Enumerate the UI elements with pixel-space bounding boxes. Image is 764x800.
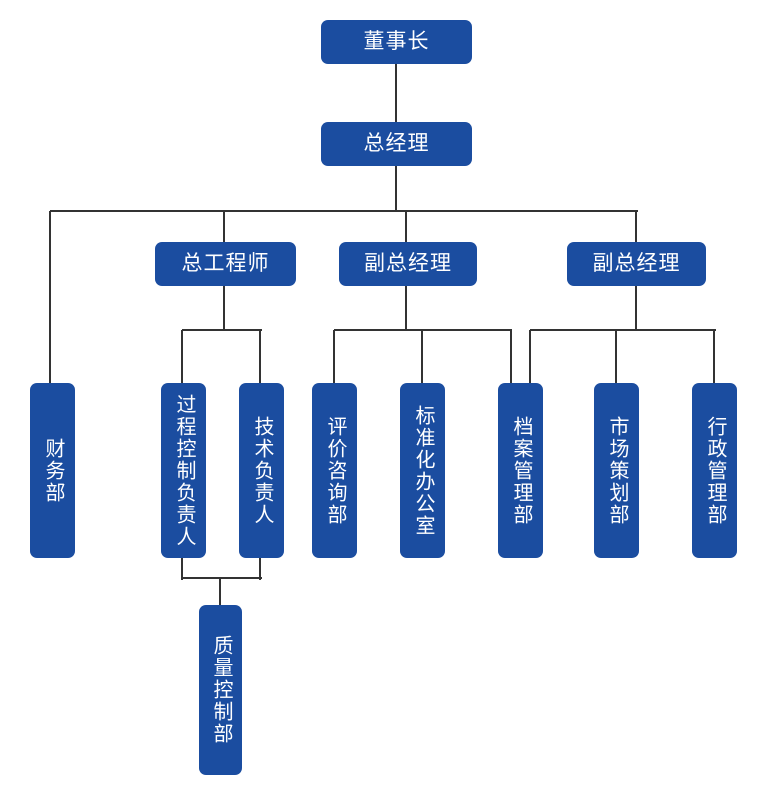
connector-drop-to-archives-right [529,330,531,384]
node-label: 评价咨询部 [324,415,346,526]
node-chairman[interactable]: 董事长 [321,20,472,64]
node-tech-lead[interactable]: 技术负责人 [239,383,284,558]
node-marketing[interactable]: 市场策划部 [594,383,639,558]
connector-deputy-gm-1-stem [405,286,407,331]
node-label: 标准化办公室 [412,404,434,537]
node-label: 副总经理 [364,252,452,276]
node-quality-ctrl[interactable]: 质量控制部 [199,605,242,775]
node-standardize[interactable]: 标准化办公室 [400,383,445,558]
connector-drop-to-marketing [615,330,617,384]
node-label: 总工程师 [181,252,270,276]
node-deputy-gm-2[interactable]: 副总经理 [567,242,706,286]
connector-drop-to-deputy-gm-2 [635,211,637,243]
node-label: 财务部 [42,437,64,504]
connector-quality-merge-bus [182,577,262,579]
connector-level2-bus [50,210,638,212]
node-label: 档案管理部 [510,415,532,526]
node-finance[interactable]: 财务部 [30,383,75,558]
node-archives[interactable]: 档案管理部 [498,383,543,558]
node-label: 董事长 [363,30,430,54]
connector-chairman-to-gm [395,64,397,122]
node-label: 行政管理部 [704,415,726,526]
connector-drop-to-eval-consult [333,330,335,384]
node-label: 技术负责人 [251,415,273,526]
connector-drop-to-deputy-gm-1 [405,211,407,243]
connector-drop-to-standardize [421,330,423,384]
node-chief-eng[interactable]: 总工程师 [155,242,296,286]
connector-chief-eng-bus [182,329,262,331]
connector-drop-to-tech-lead [259,330,261,384]
connector-gm-stem-down [395,166,397,212]
node-eval-consult[interactable]: 评价咨询部 [312,383,357,558]
node-process-ctrl[interactable]: 过程控制负责人 [161,383,206,558]
node-label: 质量控制部 [210,635,232,745]
connector-chief-eng-stem [223,286,225,331]
connector-drop-to-finance [49,211,51,383]
connector-drop-to-quality-ctrl [219,578,221,606]
node-label: 总经理 [363,132,430,156]
node-deputy-gm-1[interactable]: 副总经理 [339,242,477,286]
node-label: 过程控制负责人 [173,393,195,548]
connector-tech-lead-stem [259,558,261,580]
connector-deputy-gm-1-bus [334,329,512,331]
node-label: 副总经理 [592,252,681,276]
connector-drop-to-admin [713,330,715,384]
connector-deputy-gm-2-stem [635,286,637,331]
node-gm[interactable]: 总经理 [321,122,472,166]
node-label: 市场策划部 [606,415,628,526]
connector-process-ctrl-stem [181,558,183,580]
connector-deputy-gm-2-bus [530,329,716,331]
connector-drop-to-archives-left [510,330,512,384]
connector-drop-to-chief-eng [223,211,225,243]
connector-drop-to-process-ctrl [181,330,183,384]
node-admin[interactable]: 行政管理部 [692,383,737,558]
